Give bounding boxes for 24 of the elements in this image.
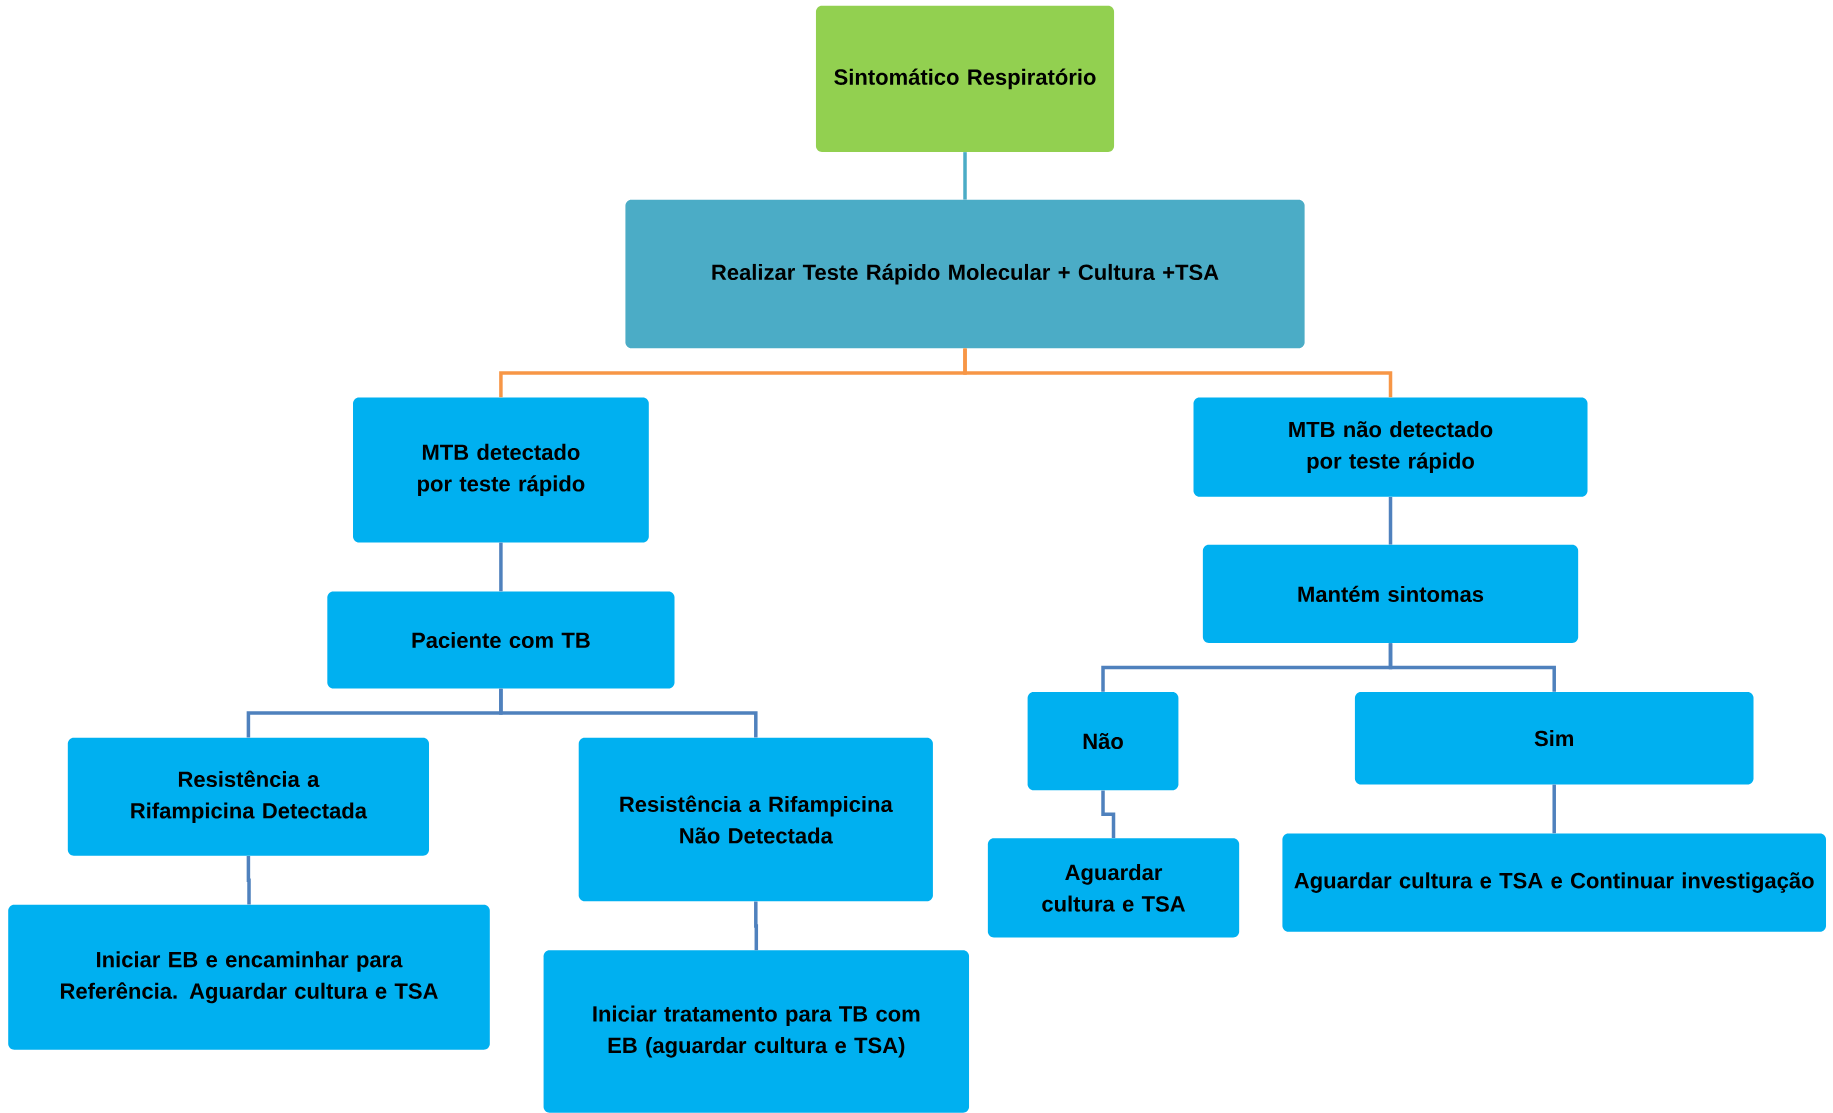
result-box: MTB detectado por teste rápido bbox=[353, 397, 649, 543]
connector-line bbox=[1101, 790, 1116, 838]
connector-line bbox=[246, 855, 251, 905]
result-box: Resistência a Rifampicina Não Detectada bbox=[578, 737, 933, 902]
result-box: Resistência a Rifampicina Detectada bbox=[67, 737, 429, 856]
action-box: Aguardar cultura e TSA bbox=[987, 838, 1240, 938]
connector-line bbox=[1552, 784, 1556, 834]
connector-line bbox=[754, 901, 759, 951]
action-box: Iniciar EB e encaminhar para Referência. Aguardar cultura e TSA bbox=[8, 904, 490, 1050]
action-box: Aguardar cultura e TSA e Continuar investigação bbox=[1282, 833, 1826, 932]
result-box: MTB não detectado por teste rápido bbox=[1193, 397, 1588, 497]
question-box: Mantém sintomas bbox=[1202, 544, 1579, 643]
action-box: Iniciar tratamento para TB com EB (aguardar cultura e TSA) bbox=[543, 950, 970, 1113]
answer-box: Não bbox=[1027, 692, 1179, 791]
connector-line bbox=[1388, 497, 1393, 545]
answer-box: Sim bbox=[1354, 692, 1754, 785]
start-box: Sintomático Respiratório bbox=[815, 5, 1115, 152]
connector-line bbox=[499, 542, 503, 592]
connector-line bbox=[499, 688, 758, 738]
process-box: Paciente com TB bbox=[327, 591, 675, 689]
connector-line bbox=[1388, 643, 1556, 692]
connector-line bbox=[963, 152, 967, 200]
connector-line bbox=[963, 348, 1393, 398]
process-box: Realizar Teste Rápido Molecular + Cultura +TSA bbox=[625, 199, 1305, 349]
